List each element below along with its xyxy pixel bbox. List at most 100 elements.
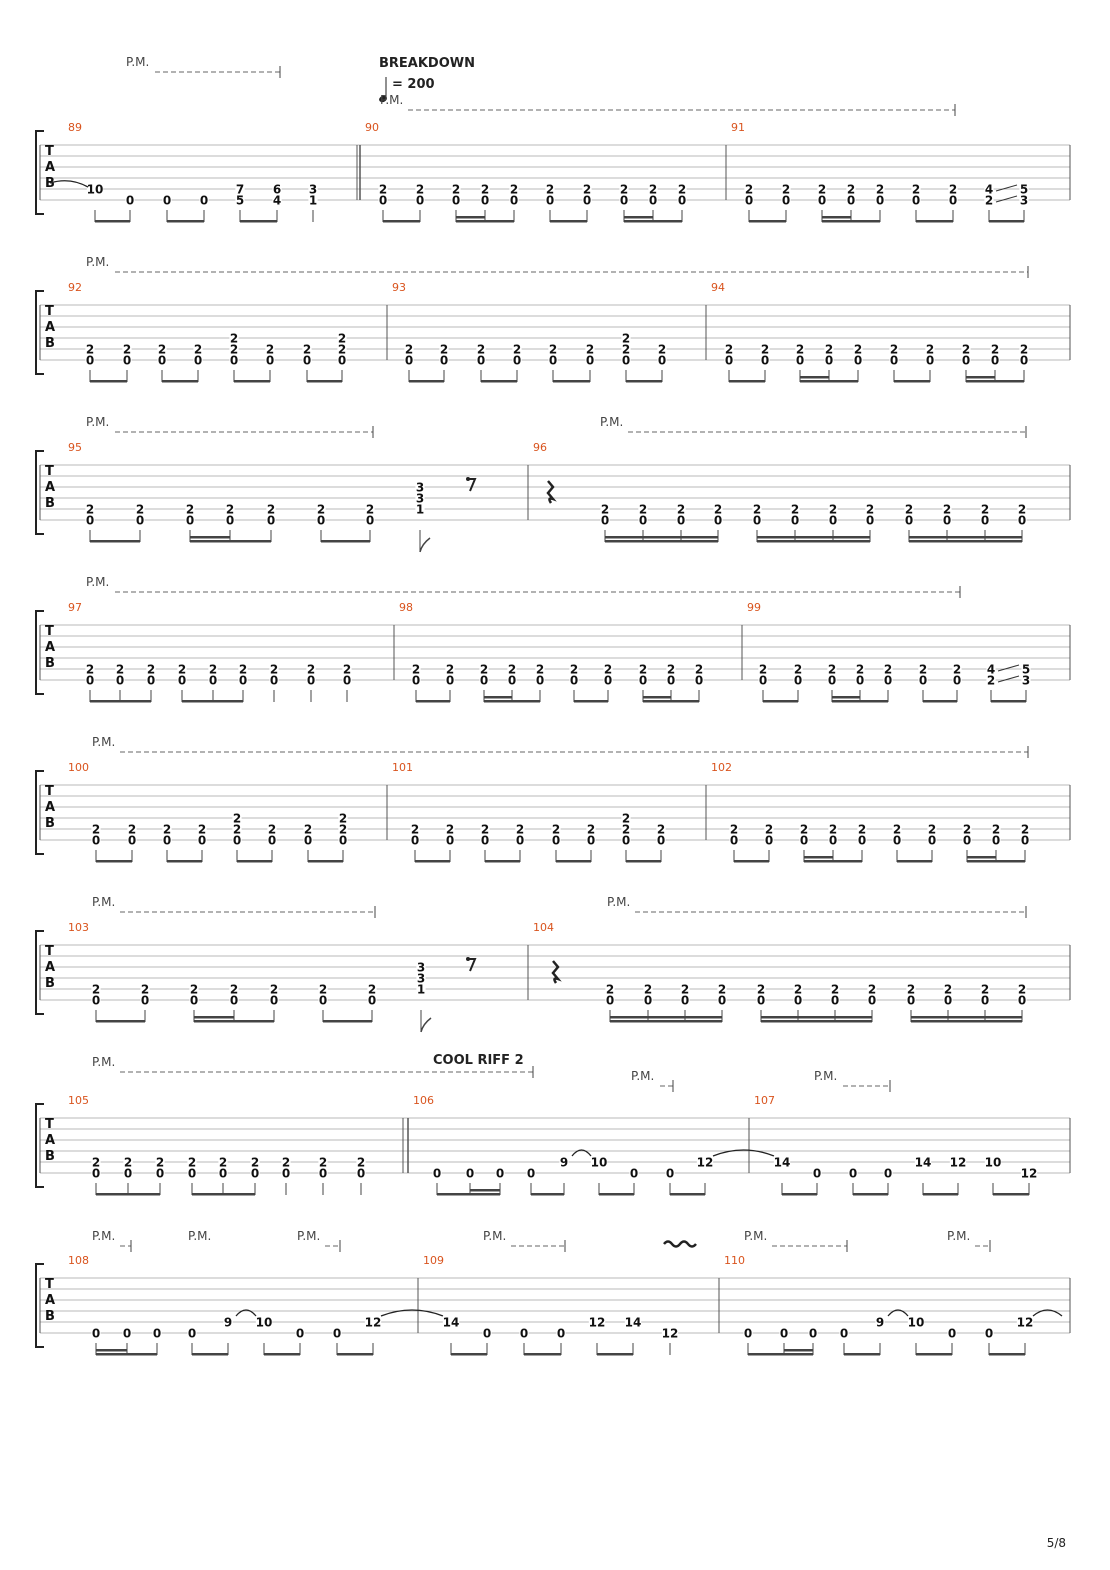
fret-number: 0 <box>992 834 1000 848</box>
fret-number: 0 <box>343 674 351 688</box>
measure-number: 89 <box>68 121 82 134</box>
fret-number: 0 <box>800 834 808 848</box>
fret-number: 0 <box>583 194 591 208</box>
fret-number: 0 <box>158 354 166 368</box>
fret-mask <box>676 514 686 526</box>
beam <box>897 860 932 863</box>
fret-number: 0 <box>962 354 970 368</box>
fret-number: 2 <box>219 1156 227 1170</box>
palm-mute-label: P.M. <box>86 575 109 589</box>
fret-number: 2 <box>753 503 761 517</box>
fret-number: 2 <box>818 183 826 197</box>
fret-mask <box>512 343 522 355</box>
fret-mask <box>146 663 156 675</box>
fret-mask <box>266 514 276 526</box>
fret-mask <box>135 514 145 526</box>
tab-clef-letter: T <box>45 944 54 959</box>
fret-number: 0 <box>639 514 647 528</box>
fret-mask <box>535 674 545 686</box>
fret-mask <box>696 1156 714 1168</box>
fret-mask <box>790 514 800 526</box>
fret-mask <box>509 183 519 195</box>
fret-mask <box>588 1316 606 1328</box>
fret-mask <box>1020 823 1030 835</box>
fret-mask <box>267 834 277 846</box>
fret-number: 2 <box>890 343 898 357</box>
fret-mask <box>548 354 558 366</box>
fret-mask <box>267 823 277 835</box>
fret-number: 0 <box>141 994 149 1008</box>
fret-mask <box>984 183 994 195</box>
measure-number: 91 <box>731 121 745 134</box>
fret-number: 0 <box>405 354 413 368</box>
fret-number: 2 <box>677 503 685 517</box>
measure-number: 99 <box>747 601 761 614</box>
fret-mask <box>889 354 899 366</box>
fret-mask <box>337 332 347 344</box>
fret-number: 2 <box>856 663 864 677</box>
fret-number: 3 <box>309 183 317 197</box>
beam-secondary <box>484 696 512 699</box>
fret-number: 0 <box>188 1167 196 1181</box>
fret-number: 3 <box>416 481 424 495</box>
fret-mask <box>907 1316 925 1328</box>
fret-mask <box>235 183 245 195</box>
fret-number: 0 <box>782 194 790 208</box>
fret-mask <box>255 1316 273 1328</box>
fret-number: 4 <box>985 183 993 197</box>
fret-number: 0 <box>124 1167 132 1181</box>
fret-mask <box>952 663 962 675</box>
fret-mask <box>603 674 613 686</box>
fret-mask <box>439 354 449 366</box>
fret-number: 0 <box>126 194 134 208</box>
fret-number: 0 <box>948 1327 956 1341</box>
fret-mask <box>308 183 318 195</box>
fret-mask <box>445 823 455 835</box>
fret-number: 0 <box>333 1327 341 1341</box>
fret-mask <box>621 823 631 835</box>
fret-number: 0 <box>128 834 136 848</box>
slide-line <box>997 664 1020 672</box>
fret-number: 0 <box>357 1167 365 1181</box>
fret-mask <box>515 823 525 835</box>
fret-mask <box>480 183 490 195</box>
fret-mask <box>828 834 838 846</box>
fret-mask <box>135 503 145 515</box>
fret-number: 2 <box>536 663 544 677</box>
eighth-rest-dot <box>466 957 470 961</box>
fret-number: 2 <box>230 332 238 346</box>
fret-number: 2 <box>123 343 131 357</box>
fret-number: 9 <box>876 1316 884 1330</box>
fret-number: 0 <box>516 834 524 848</box>
fret-mask <box>848 1167 858 1179</box>
fret-number: 2 <box>620 183 628 197</box>
fret-mask <box>146 674 156 686</box>
fret-mask <box>367 983 377 995</box>
fret-mask <box>853 343 863 355</box>
fret-mask <box>152 1327 162 1339</box>
beam-secondary <box>911 1016 1022 1019</box>
palm-mute-label: P.M. <box>86 415 109 429</box>
fret-number: 2 <box>667 663 675 677</box>
fret-mask <box>942 514 952 526</box>
fret-mask <box>984 1156 1002 1168</box>
fret-number: 2 <box>343 663 351 677</box>
fret-number: 2 <box>251 1156 259 1170</box>
fret-mask <box>551 823 561 835</box>
fret-number: 0 <box>928 834 936 848</box>
beam <box>308 860 343 863</box>
system-bracket <box>35 130 44 215</box>
measure-number: 107 <box>754 1094 775 1107</box>
fret-mask <box>445 674 455 686</box>
fret-mask <box>911 183 921 195</box>
section-label-cool-riff-2: COOL RIFF 2 <box>433 1053 524 1068</box>
fret-number: 0 <box>270 674 278 688</box>
fret-mask <box>867 994 877 1006</box>
beam <box>916 220 953 223</box>
fret-number: 10 <box>985 1156 1002 1170</box>
beam <box>240 220 277 223</box>
fret-number: 0 <box>944 994 952 1008</box>
fret-mask <box>795 354 805 366</box>
vibrato-icon <box>663 1240 697 1248</box>
beam <box>916 1353 952 1356</box>
